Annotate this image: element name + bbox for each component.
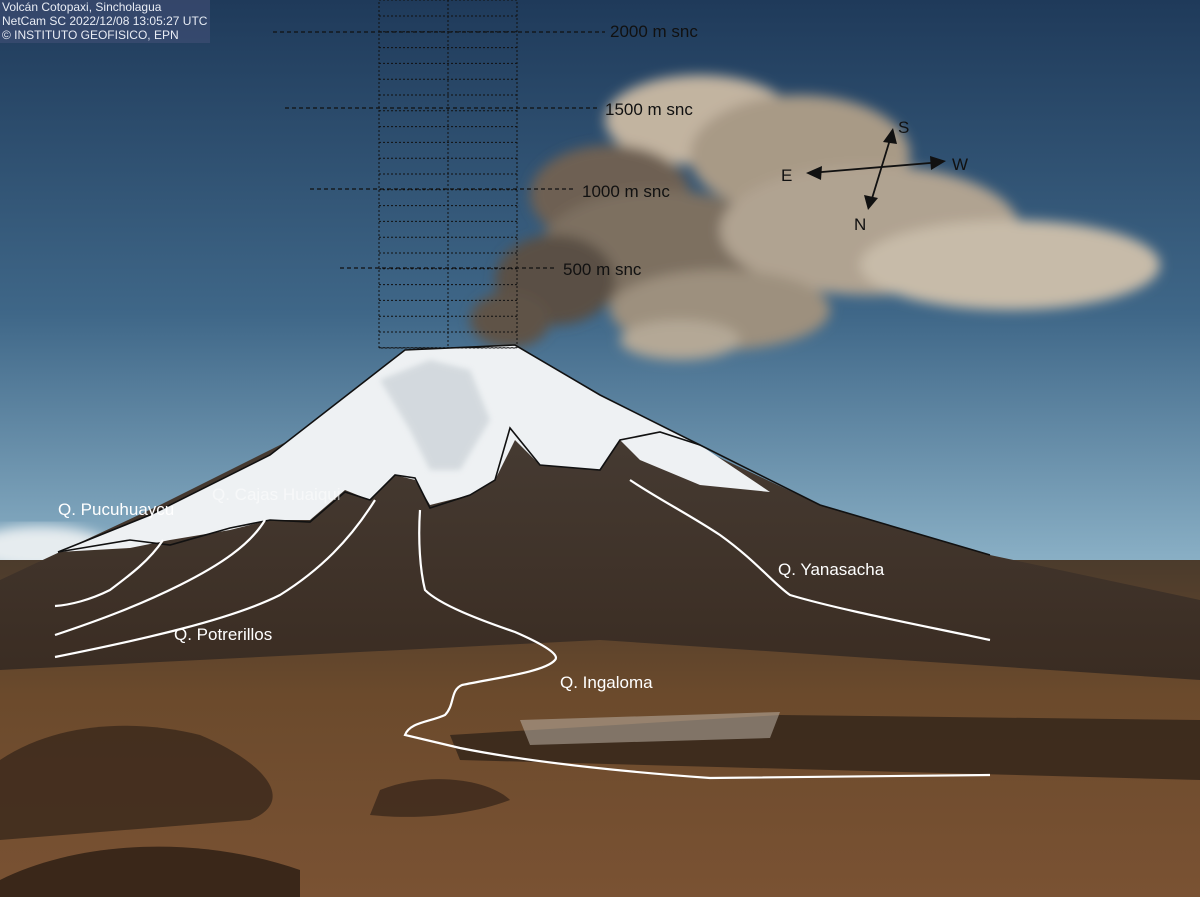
altitude-label-2000: 2000 m snc [610,22,698,41]
altitude-grid [378,0,518,349]
altitude-label-1000: 1000 m snc [582,182,670,201]
compass-n-label: N [854,215,866,234]
caption-timestamp: NetCam SC 2022/12/08 13:05:27 UTC [2,14,208,28]
front-mound [0,846,300,897]
ravine-label-potrerillos: Q. Potrerillos [174,625,272,644]
webcam-caption: Volcán Cotopaxi, Sincholagua NetCam SC 2… [0,0,211,43]
ravine-label-cajas: Q. Cajas Huaiqui [212,485,341,504]
ravine-label-ingaloma: Q. Ingaloma [560,673,653,692]
compass-s-label: S [898,118,909,137]
foreground-hill-right [370,779,510,817]
ravine-line-cajas [54,519,266,637]
ravine-line-potrerillos [54,499,376,659]
altitude-label-1500: 1500 m snc [605,100,693,119]
caption-location: Volcán Cotopaxi, Sincholagua [2,0,162,14]
ravine-label-pucuhuaycu: Q. Pucuhuaycu [58,500,174,519]
snow-line-outline [57,426,701,553]
altitude-label-500: 500 m snc [563,260,642,279]
compass-e-label: E [781,166,792,185]
ravine-line-pucuhuaycu [54,539,164,608]
volcano-slope [0,345,1200,680]
ravine-line-ingaloma [403,509,991,780]
compass-rose [806,128,946,210]
compass-w-label: W [952,155,968,174]
cliff-highlight [520,712,780,745]
snow-cap [58,345,770,552]
ash-plume [470,75,1160,360]
ravine-line-yanasacha [629,479,991,642]
caption-copyright: © INSTITUTO GEOFISICO, EPN [2,28,179,42]
foreground-hills [0,725,273,840]
snow-shadow [380,360,490,470]
ravine-label-yanasacha: Q. Yanasacha [778,560,885,579]
